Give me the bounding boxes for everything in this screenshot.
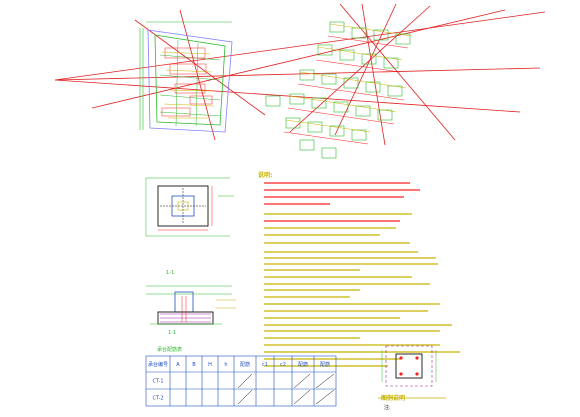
right-plan-block — [265, 21, 413, 159]
table-header-cell: 配筋 — [320, 361, 330, 368]
table-header-cell: A — [176, 362, 180, 368]
left-plan-block — [139, 21, 233, 133]
schedule-title: 承台配筋表 — [157, 347, 183, 353]
table-header-cell: H — [208, 362, 212, 368]
section-label-top: 1-1 — [166, 270, 175, 276]
section-label-bottom: 1-1 — [168, 330, 177, 336]
foundation-plan — [54, 3, 546, 159]
table-header-cell: 配筋 — [240, 361, 250, 368]
legend-note: 注: — [384, 405, 391, 411]
table-header-cell: c1 — [262, 362, 268, 368]
table-cell: CT-1 — [152, 379, 163, 385]
table-header-cell: h — [224, 362, 227, 368]
notes-title: 说明: — [258, 172, 273, 179]
table-header-cell: c2 — [280, 362, 286, 368]
table-header-cell: B — [192, 362, 196, 368]
schedule-table — [145, 355, 337, 407]
table-header-cell: 承台编号 — [148, 361, 168, 368]
notes-block — [264, 182, 460, 367]
pile-cap-plan — [145, 177, 234, 237]
legend-title: 图例说明 — [381, 395, 406, 402]
legend-detail — [378, 345, 446, 399]
axis-lines — [54, 3, 546, 146]
section-detail — [146, 285, 236, 325]
table-header-cell: 配筋 — [298, 361, 308, 368]
table-cell: CT-2 — [152, 396, 163, 402]
